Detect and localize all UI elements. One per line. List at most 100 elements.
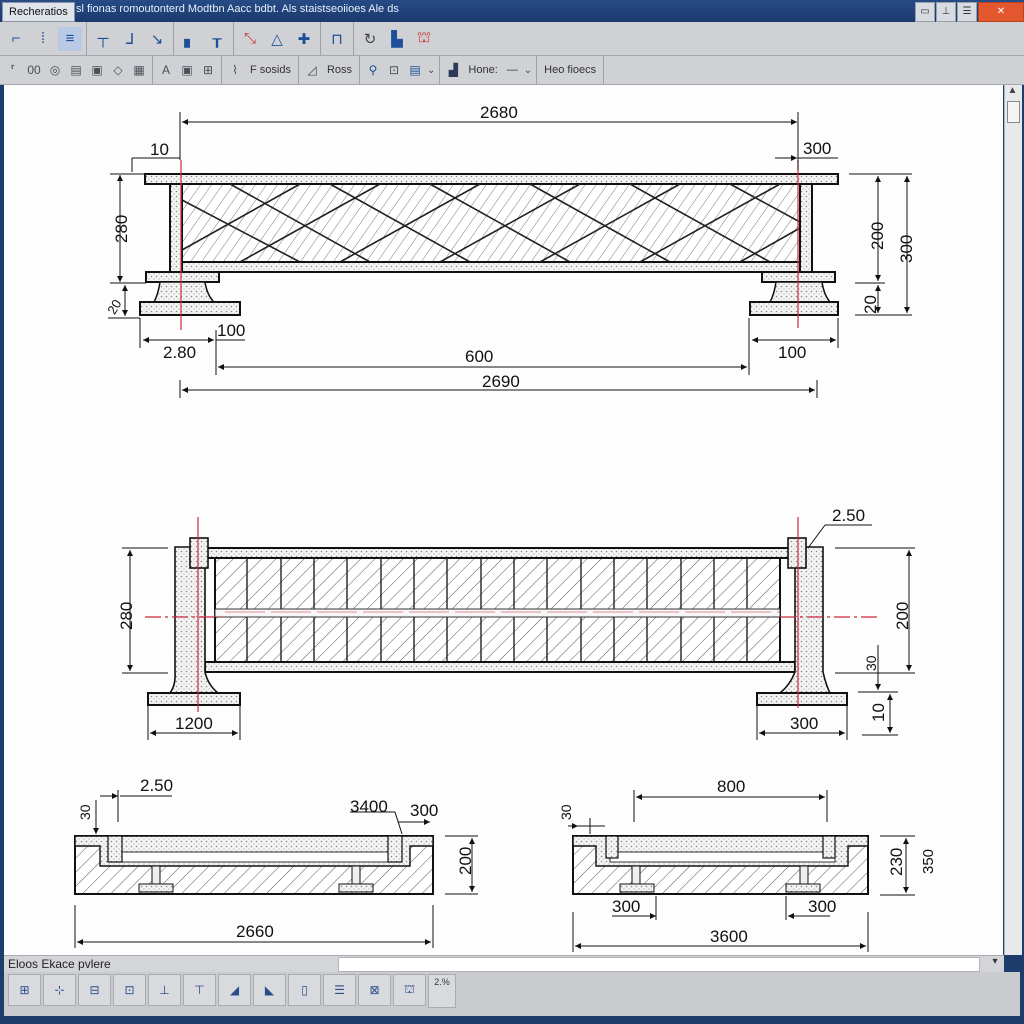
dyn-icon[interactable]: ◢ [218,974,251,1006]
fsosids-button[interactable]: F sosids [250,64,291,76]
polar-icon[interactable]: ⊟ [78,974,111,1006]
dim-top-span: 800 [717,777,745,796]
circles-icon[interactable]: 00 [27,63,41,77]
hone-select[interactable]: — [506,64,518,76]
dim-overall: 2660 [236,922,274,941]
drawing-canvas[interactable]: 2680 10 300 280 200 300 20 20 2.80 100 1… [4,85,1003,955]
dim-left-base-width: 1200 [175,714,213,733]
polyline-icon[interactable]: ⁞ [40,30,46,47]
command-dropdown-icon[interactable]: ▾ [992,956,998,967]
dim-left-foot: 300 [612,897,640,916]
text-icon[interactable]: A [161,63,170,77]
frame-icon[interactable]: ⊓ [331,30,343,48]
cross-icon[interactable]: ✚ [297,30,311,48]
toolbar-group-misc: ↻ ▙ ⛫ [354,22,440,55]
ramp2-icon[interactable]: ↘ [150,30,164,48]
dim-left-gap: 100 [217,321,245,340]
command-input[interactable] [338,957,980,972]
title-bar: Recheratios sl fionas romoutonterd Modtb… [0,0,1024,22]
dim-overall: 3600 [710,927,748,946]
ducs-icon[interactable]: ⊤ [183,974,216,1006]
column-icon[interactable]: ▖ [184,30,196,48]
dim-left-small: 30 [558,804,574,820]
image-icon[interactable]: ▣ [181,63,193,77]
zoom-level[interactable]: 2.% [428,974,456,1008]
sheet-icon[interactable]: ▦ [133,63,145,77]
dim-right-small: 30 [863,655,879,671]
pier-icon[interactable]: ┰ [212,30,222,48]
window-controls: ▭ ⊥ ☰ ✕ [915,2,1024,22]
lock-icon[interactable]: ⛫ [417,29,431,46]
viewport-icon[interactable]: ⊠ [358,974,391,1006]
rotate-icon[interactable]: ↻ [363,30,377,48]
view-3-section: 2.50 30 3400 300 200 2660 [74,776,478,948]
block-icon[interactable]: ▤ [70,63,82,77]
beam-icon[interactable]: ┬ [97,30,109,47]
grid-icon[interactable]: ⊞ [202,63,214,77]
toolbar-group-modify: ⤡ △ ✚ [234,22,321,55]
insert-dropdown-icon[interactable]: ⌄ [427,64,436,76]
dim-leader-label: 2.50 [140,776,173,795]
dim-left-offset: 10 [150,140,169,159]
bottom-toolbar: ⊞ ⊹ ⊟ ⊡ ⊥ ⊤ ◢ ◣ ▯ ☰ ⊠ ⛫ 2.% [4,972,1020,1016]
osnap-icon[interactable]: ⊡ [113,974,146,1006]
window-title: sl fionas romoutonterd Modtbn Aacc bdbt.… [76,3,399,15]
triangle-icon[interactable]: △ [271,30,283,48]
dim-height-total: 350 [920,849,937,874]
lineweight-icon[interactable]: ◣ [253,974,286,1006]
diamond-icon[interactable]: ◇ [113,63,123,77]
annotation-icon[interactable]: ⛫ [393,974,426,1006]
toolbar-group-ross: ◿ Ross [299,56,361,84]
dim-right-foot: 300 [808,897,836,916]
toolbar-group-text: A ▣ ⊞ [153,56,222,84]
toolbar-group-heo: Heo fioecs [537,56,605,84]
building-icon[interactable]: ▙ [391,30,403,48]
view-icon[interactable]: ▣ [91,63,103,77]
stairs-icon[interactable]: ≡ [58,26,82,51]
dim-right-base: 20 [861,295,880,314]
toolbar-group-layers: ⸢ 00 ◎ ▤ ▣ ◇ ▦ [0,56,153,84]
app-tab[interactable]: Recheratios [2,2,75,22]
dim-right-inner-height: 200 [868,222,887,250]
minimize-button[interactable]: ▭ [915,2,935,22]
layer-icon[interactable]: ⸢ [10,63,16,77]
otrack-icon[interactable]: ⊥ [148,974,181,1006]
hone-dropdown-icon[interactable]: ⌄ [523,64,533,76]
ross-button[interactable]: Ross [326,64,353,76]
tower-icon[interactable]: ▟ [448,63,459,77]
maximize-button[interactable]: ☰ [957,2,977,22]
dim-top-overall: 2680 [480,103,518,122]
dim-mid-span: 600 [465,347,493,366]
view-2-elevation: 2.50 280 200 30 10 1200 300 [117,506,915,740]
grid-snap-icon[interactable]: ⊞ [8,974,41,1006]
dim-right-height: 200 [893,602,912,630]
heo-fioecs-button[interactable]: Heo fioecs [544,64,597,76]
ortho-icon[interactable]: ⊹ [43,974,76,1006]
connect-icon[interactable]: ⤡ [243,30,256,47]
dim-height: 200 [456,847,475,875]
model-icon[interactable]: ▯ [288,974,321,1006]
stairs-line-icon[interactable]: ⌇ [232,63,238,77]
pin-button[interactable]: ⊥ [936,2,956,22]
vertical-scrollbar[interactable]: ▲ [1004,85,1022,955]
toolbar-group-draw: ⌐ ⁞ ≡ [0,22,87,55]
slope-icon[interactable]: ◿ [307,63,317,77]
line-icon[interactable]: ⌐ [11,30,21,47]
toolbar-group-hone: ▟ Hone: — ⌄ [440,56,538,84]
pin-icon[interactable]: ⚲ [368,63,378,77]
toolbar-group-fsosids: ⌇ F sosids [222,56,299,84]
ramp-icon[interactable]: ⅃ [125,30,135,48]
scroll-up-icon[interactable]: ▲ [1007,85,1018,96]
toolbar-group-beam: ┬ ⅃ ↘ [87,22,174,55]
box-icon[interactable]: ⊡ [389,63,400,77]
status-row: Eloos Ekace pvlere ▾ [4,955,1004,973]
layout-icon[interactable]: ☰ [323,974,356,1006]
close-button[interactable]: ✕ [978,2,1024,22]
scroll-thumb[interactable] [1007,101,1020,123]
view-4-section: 800 30 230 350 300 300 3600 [558,777,937,952]
save-icon[interactable]: ▤ [409,63,421,77]
secondary-toolbar: ⸢ 00 ◎ ▤ ▣ ◇ ▦ A ▣ ⊞ ⌇ F sosids ◿ Ross ⚲… [0,56,1024,85]
ring-icon[interactable]: ◎ [49,63,61,77]
toolbar-group-insert: ⚲ ⊡ ▤ ⌄ [360,56,441,84]
toolbar-group-column: ▖ ┰ [174,22,234,55]
